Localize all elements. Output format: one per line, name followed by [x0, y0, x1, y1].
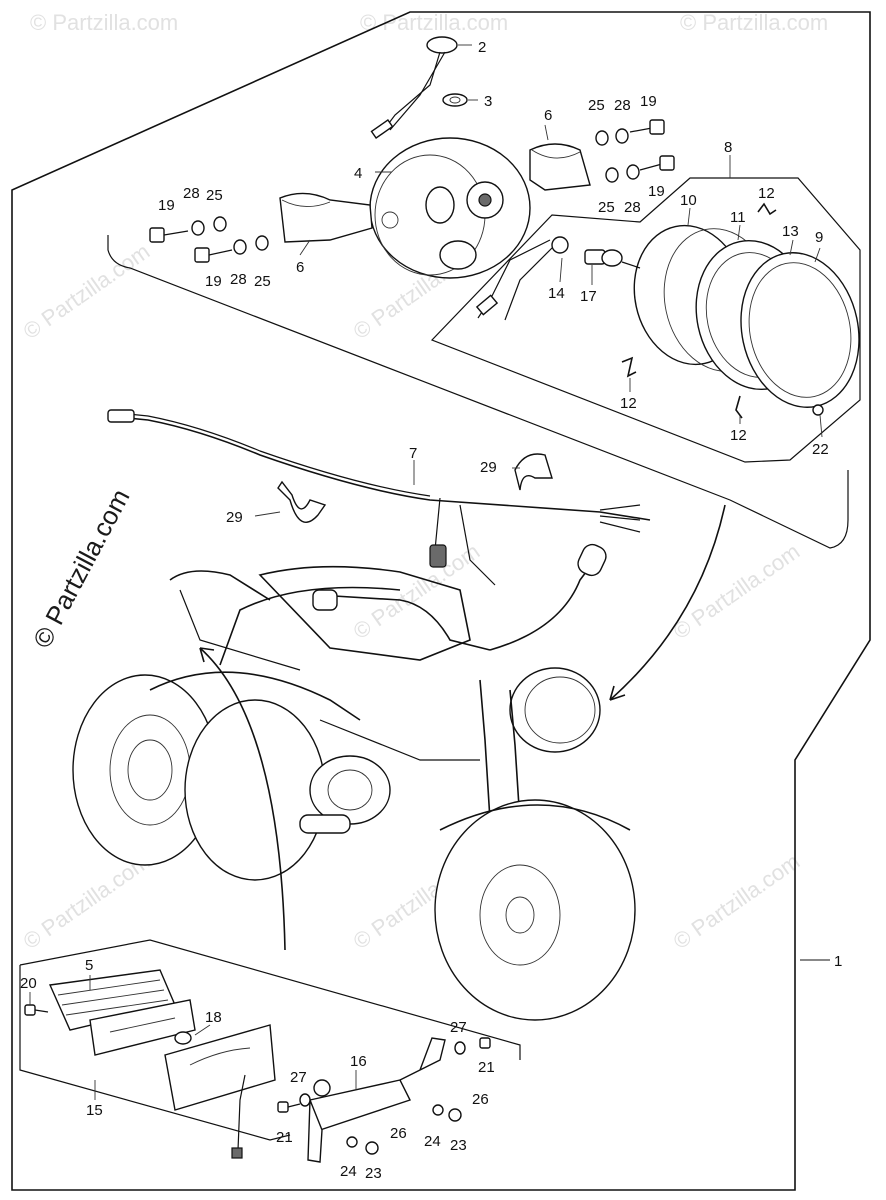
taillight-subpanel: [19, 965, 291, 1141]
callout-28: 28: [230, 271, 247, 288]
callout-12: 12: [758, 185, 775, 202]
taillight-stay: [307, 1037, 446, 1163]
callout-17: 17: [580, 288, 597, 305]
watermark-vertical: © Partzilla.com: [27, 484, 136, 653]
callout-27: 27: [450, 1019, 467, 1036]
clip: [757, 202, 777, 216]
callout-4: 4: [354, 165, 362, 182]
callout-19: 19: [158, 197, 175, 214]
callout-9: 9: [815, 229, 823, 246]
screw: [812, 404, 824, 416]
leader-lines: [29, 44, 830, 1100]
watermark-tile: © Partzilla.com: [360, 10, 508, 35]
headlight-unit: [633, 224, 860, 408]
taillight-base: [164, 1024, 276, 1159]
callout-28: 28: [614, 97, 631, 114]
callout-8: 8: [724, 139, 732, 156]
watermark-tile: © Partzilla.com: [349, 539, 485, 645]
headlight-stay-left: [279, 192, 373, 243]
headlight-stay-right: [529, 143, 591, 191]
bolt-washer-set-left: [149, 216, 269, 263]
headlight-group-panel: [107, 235, 849, 549]
headlight-subassembly-outline: [430, 177, 861, 463]
wire-harness: [107, 409, 651, 586]
watermark-tile: © Partzilla.com: [680, 10, 828, 35]
harness-band-upper: [514, 453, 553, 491]
callout-19: 19: [648, 183, 665, 200]
callout-26: 26: [472, 1091, 489, 1108]
callout-5: 5: [85, 957, 93, 974]
watermark-tile: © Partzilla.com: [669, 849, 805, 955]
clip: [735, 395, 743, 419]
taillight-bulb: [174, 1031, 192, 1045]
callout-21: 21: [276, 1129, 293, 1146]
headlight-case: [369, 137, 531, 279]
callout-16: 16: [350, 1053, 367, 1070]
callout-7: 7: [409, 445, 417, 462]
callout-25: 25: [254, 273, 271, 290]
callout-21: 21: [478, 1059, 495, 1076]
callout-24: 24: [424, 1133, 441, 1150]
callout-labels: 1 2 3 4 5 6 6 7 8 9 10 11 12 12 12 13 14…: [20, 39, 842, 1182]
callout-12: 12: [730, 427, 747, 444]
taillight-lens: [89, 999, 196, 1056]
callout-28: 28: [624, 199, 641, 216]
routing-arrow-headlight: [609, 504, 726, 701]
callout-28: 28: [183, 185, 200, 202]
bottom-hardware: [277, 1037, 491, 1155]
callout-23: 23: [365, 1165, 382, 1182]
callout-29: 29: [226, 509, 243, 526]
callout-26: 26: [390, 1125, 407, 1142]
watermark-tile: © Partzilla.com: [30, 10, 178, 35]
headlight-bulb: [584, 249, 641, 269]
taillight-group-panel: [19, 939, 521, 1060]
vehicle-illustration: [72, 543, 636, 1021]
screw: [24, 1004, 49, 1016]
callout-15: 15: [86, 1102, 103, 1119]
callout-6: 6: [296, 259, 304, 276]
watermark-tile: © Partzilla.com: [19, 239, 155, 345]
callout-11: 11: [730, 209, 746, 226]
callout-23: 23: [450, 1137, 467, 1154]
callout-29: 29: [480, 459, 497, 476]
callout-13: 13: [782, 223, 799, 240]
harness-band-lower: [277, 480, 327, 523]
grommet: [442, 93, 468, 107]
callout-12: 12: [620, 395, 637, 412]
callout-3: 3: [484, 93, 492, 110]
callout-19: 19: [205, 273, 222, 290]
callout-25: 25: [598, 199, 615, 216]
callout-20: 20: [20, 975, 37, 992]
bulb-socket: [475, 236, 569, 321]
callout-18: 18: [205, 1009, 222, 1026]
callout-1: 1: [834, 953, 842, 970]
indicator-lamp: [370, 36, 458, 139]
routing-arrow-rear: [199, 647, 286, 951]
callout-25: 25: [206, 187, 223, 204]
callout-25: 25: [588, 97, 605, 114]
callout-22: 22: [812, 441, 829, 458]
bolt-washer-set-right: [595, 119, 675, 183]
callout-27: 27: [290, 1069, 307, 1086]
clip: [621, 356, 637, 378]
callout-19: 19: [640, 93, 657, 110]
callout-2: 2: [478, 39, 486, 56]
callout-6: 6: [544, 107, 552, 124]
watermark-tile: © Partzilla.com: [669, 539, 805, 645]
assembly-outline: [11, 11, 871, 1191]
callout-24: 24: [340, 1163, 357, 1180]
callout-14: 14: [548, 285, 565, 302]
callout-10: 10: [680, 192, 697, 209]
